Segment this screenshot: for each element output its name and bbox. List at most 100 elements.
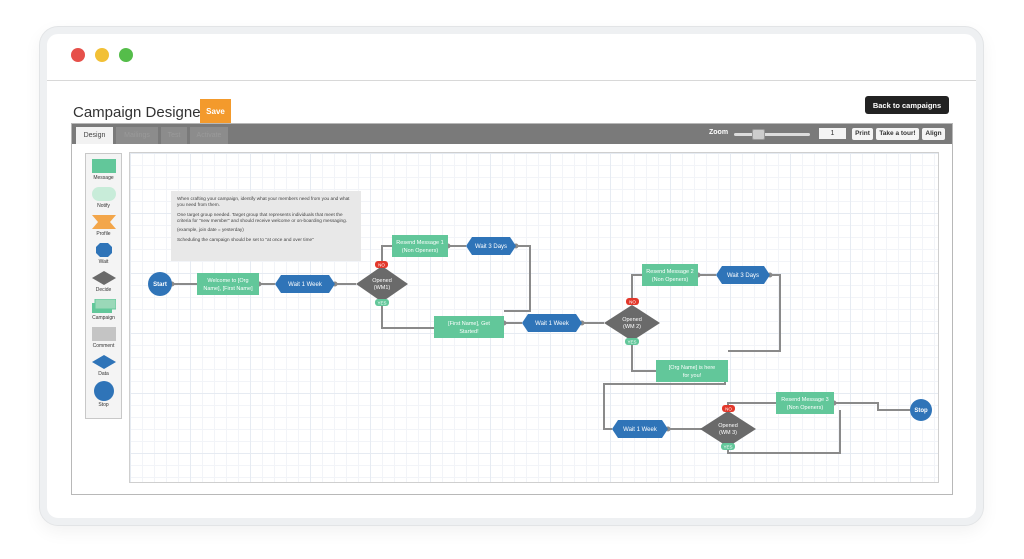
message-node-resend-1[interactable]: Resend Message 1 (Non Openers) <box>392 235 448 257</box>
zoom-label: Zoom <box>709 129 729 136</box>
node-label: Welcome to [Org <box>207 278 248 284</box>
zoom-slider-handle[interactable] <box>752 129 765 140</box>
connector <box>727 402 776 411</box>
node-label: (WM1) <box>374 285 391 291</box>
message-node-get-started[interactable]: [First Name], Get Started! <box>434 316 504 338</box>
palette-label: Wait <box>98 259 109 265</box>
node-label: Started! <box>459 329 479 335</box>
palette-stop[interactable]: Stop <box>86 381 121 411</box>
node-label: Name], [First Name] <box>203 286 253 292</box>
yes-badge: YES <box>721 443 735 450</box>
palette-data[interactable]: Data <box>86 355 121 383</box>
shape-palette: Message Notify Profile Wait Decide Campa… <box>85 153 122 419</box>
node-label: (WM 3) <box>719 430 737 436</box>
node-label: (Non Openers) <box>402 248 439 254</box>
message-shape-icon <box>92 159 116 173</box>
comment-text: When crafting your campaign, identify wh… <box>177 196 350 208</box>
wait-node-3-days-b[interactable]: Wait 3 Days <box>716 266 770 284</box>
node-label: Resend Message 2 <box>646 269 693 275</box>
connector <box>834 402 910 411</box>
node-label: Opened <box>372 278 392 284</box>
message-node-resend-3[interactable]: Resend Message 3 (Non Openers) <box>776 392 834 414</box>
connector <box>728 274 781 352</box>
tab-activate[interactable]: Activate <box>190 127 228 144</box>
node-label: [First Name], Get <box>448 321 490 327</box>
node-label: Stop <box>914 408 928 414</box>
print-button[interactable]: Print <box>852 128 873 140</box>
comment-text: One target group needed. Target group th… <box>177 211 348 224</box>
connector <box>631 341 656 372</box>
no-badge: NO <box>722 405 735 412</box>
node-label: (Non Openers) <box>787 405 824 411</box>
close-window-button[interactable] <box>71 48 85 62</box>
decide-node-opened-wm1[interactable]: Opened (WM1) <box>356 266 408 302</box>
connector <box>504 245 531 312</box>
wait-shape-icon <box>96 243 112 257</box>
wait-node-1-week-c[interactable]: Wait 1 Week <box>612 420 668 438</box>
palette-label: Data <box>98 371 109 377</box>
palette-message[interactable]: Message <box>86 159 121 187</box>
palette-label: Campaign <box>92 315 115 321</box>
window-titlebar <box>47 34 976 81</box>
zoom-slider-track[interactable] <box>734 133 810 136</box>
node-label: Wait 3 Days <box>727 273 759 279</box>
notify-shape-icon <box>92 187 116 201</box>
message-node-resend-2[interactable]: Resend Message 2 (Non Openers) <box>642 264 698 286</box>
tab-mailings[interactable]: Mailings <box>116 127 158 144</box>
connector <box>631 274 642 305</box>
yes-badge: YES <box>625 338 639 345</box>
node-label: for you! <box>683 373 702 379</box>
node-label: Resend Message 3 <box>781 397 828 403</box>
comment-text: (example, join date = yesterday) <box>177 227 244 233</box>
take-a-tour-button[interactable]: Take a tour! <box>876 128 919 140</box>
zoom-value-field[interactable]: 1 <box>819 128 846 139</box>
message-node-org-name[interactable]: [Org Name] is here for you! <box>656 360 728 382</box>
svg-text:YES: YES <box>723 445 732 450</box>
message-node-welcome[interactable]: Welcome to [Org Name], [First Name] <box>197 273 259 295</box>
node-label: Wait 1 Week <box>535 321 570 327</box>
minimize-window-button[interactable] <box>95 48 109 62</box>
save-button[interactable]: Save <box>200 99 231 123</box>
palette-profile[interactable]: Profile <box>86 215 121 243</box>
svg-text:NO: NO <box>629 300 636 305</box>
palette-label: Message <box>93 175 114 181</box>
node-label: Start <box>153 282 167 288</box>
tab-design[interactable]: Design <box>76 127 113 144</box>
stop-node[interactable]: Stop <box>910 399 932 421</box>
palette-label: Comment <box>92 343 115 349</box>
designer-toolbar: Design Mailings Test Activate Zoom 1 Pri… <box>72 124 952 144</box>
palette-decide[interactable]: Decide <box>86 271 121 299</box>
node-label: (Non Openers) <box>652 277 689 283</box>
wait-node-1-week[interactable]: Wait 1 Week <box>275 275 335 293</box>
wait-node-1-week-b[interactable]: Wait 1 Week <box>522 314 582 332</box>
no-badge: NO <box>626 298 639 305</box>
palette-campaign[interactable]: Campaign <box>86 299 121 327</box>
svg-text:YES: YES <box>627 340 636 345</box>
campaign-shape-icon <box>92 299 116 313</box>
browser-window: Campaign Designer Save Back to campaigns… <box>40 27 983 525</box>
node-label: Wait 1 Week <box>288 282 323 288</box>
start-node[interactable]: Start <box>148 272 172 296</box>
yes-badge: YES <box>375 299 389 306</box>
flow-diagram: Start Welcome to [Org Name], [First Name… <box>148 235 932 454</box>
no-badge: NO <box>375 261 388 268</box>
back-to-campaigns-button[interactable]: Back to campaigns <box>865 96 949 114</box>
decide-node-opened-wm2[interactable]: Opened (WM 2) <box>604 305 660 341</box>
stop-shape-icon <box>94 381 114 401</box>
comment-note[interactable]: When crafting your campaign, identify wh… <box>171 191 361 261</box>
flow-canvas[interactable]: When crafting your campaign, identify wh… <box>129 152 939 483</box>
connector <box>381 302 434 329</box>
align-button[interactable]: Align <box>922 128 945 140</box>
decide-node-opened-wm3[interactable]: Opened (WM 3) <box>700 411 756 447</box>
palette-comment[interactable]: Comment <box>86 327 121 355</box>
comment-text: Scheduling the campaign should be set to… <box>177 236 314 242</box>
palette-label: Notify <box>97 203 110 209</box>
tab-test[interactable]: Test <box>161 127 187 144</box>
node-label: Wait 1 Week <box>623 427 658 433</box>
maximize-window-button[interactable] <box>119 48 133 62</box>
palette-label: Stop <box>98 402 109 408</box>
palette-wait[interactable]: Wait <box>86 243 121 271</box>
node-label: Opened <box>718 423 738 429</box>
wait-node-3-days-a[interactable]: Wait 3 Days <box>466 237 516 255</box>
palette-notify[interactable]: Notify <box>86 187 121 215</box>
